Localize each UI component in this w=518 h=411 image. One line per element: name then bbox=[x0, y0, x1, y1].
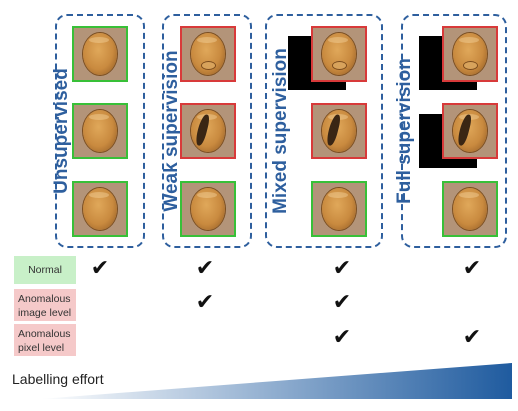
check-pixel-level-mixed: ✔ bbox=[332, 325, 352, 350]
capsule-image bbox=[83, 110, 117, 152]
full-supervision-sample-3 bbox=[442, 181, 498, 237]
full-supervision-sample-2 bbox=[442, 103, 498, 159]
mixed-supervision-group-frame bbox=[265, 14, 383, 248]
capsule-image bbox=[191, 188, 225, 230]
dent-defect bbox=[463, 61, 478, 70]
full-supervision-group-frame bbox=[401, 14, 507, 248]
check-image-level-weak: ✔ bbox=[195, 290, 215, 315]
weak-supervision-group-frame bbox=[162, 14, 252, 248]
mixed-supervision-sample-2 bbox=[311, 103, 367, 159]
capsule-image bbox=[453, 188, 487, 230]
weak-supervision-sample-1 bbox=[180, 26, 236, 82]
capsule-image bbox=[83, 188, 117, 230]
mixed-supervision-sample-1 bbox=[311, 26, 367, 82]
full-supervision-sample-1 bbox=[442, 26, 498, 82]
check-pixel-level-full: ✔ bbox=[462, 325, 482, 350]
weak-supervision-sample-3 bbox=[180, 181, 236, 237]
labelling-effort-label: Labelling effort bbox=[12, 371, 104, 387]
check-image-level-mixed: ✔ bbox=[332, 290, 352, 315]
capsule-image bbox=[322, 188, 356, 230]
weak-supervision-sample-2 bbox=[180, 103, 236, 159]
dent-defect bbox=[332, 61, 347, 70]
full-supervision-label: Full supervision bbox=[394, 58, 415, 204]
unsupervised-sample-2 bbox=[72, 103, 128, 159]
check-normal-full: ✔ bbox=[462, 256, 482, 281]
row-label-anomalous-pixel-level: Anomalous pixel level bbox=[14, 324, 76, 356]
unsupervised-sample-3 bbox=[72, 181, 128, 237]
check-normal-weak: ✔ bbox=[195, 256, 215, 281]
unsupervised-group-frame bbox=[55, 14, 145, 248]
unsupervised-label: Unsupervised bbox=[51, 68, 72, 194]
capsule-image bbox=[83, 33, 117, 75]
check-normal-mixed: ✔ bbox=[332, 256, 352, 281]
dent-defect bbox=[201, 61, 216, 70]
labelling-effort-wedge bbox=[40, 363, 512, 399]
unsupervised-sample-1 bbox=[72, 26, 128, 82]
mixed-supervision-sample-3 bbox=[311, 181, 367, 237]
row-label-normal: Normal bbox=[14, 256, 76, 284]
check-normal-unsupervised: ✔ bbox=[90, 256, 110, 281]
row-label-anomalous-image-level: Anomalous image level bbox=[14, 289, 76, 321]
